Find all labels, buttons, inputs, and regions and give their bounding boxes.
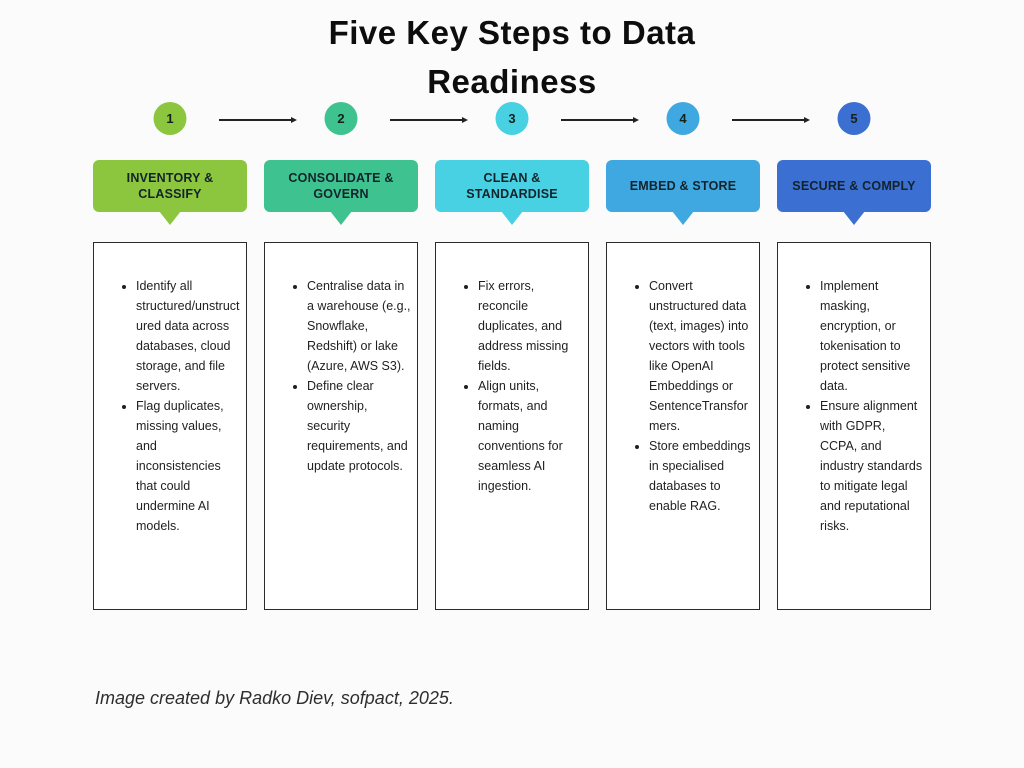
bubble-tail-shape <box>501 211 523 225</box>
bullet-item: Align units, formats, and naming convent… <box>478 376 582 496</box>
bullet-item: Implement masking, encryption, or tokeni… <box>820 276 924 396</box>
step-header-bubble: SECURE & COMPLY <box>777 160 931 225</box>
step-column: CLEAN & STANDARDISE Fix errors, reconcil… <box>435 160 589 610</box>
bubble-tail-shape <box>330 211 352 225</box>
bubble-tail-shape <box>159 211 181 225</box>
step-detail-card: Identify all structured/unstructured dat… <box>93 242 247 610</box>
bullet-item: Define clear ownership, security require… <box>307 376 411 476</box>
step-column: CONSOLIDATE & GOVERN Centralise data in … <box>264 160 418 610</box>
step-header-label: INVENTORY & CLASSIFY <box>126 171 214 201</box>
step-bullet-list: Centralise data in a warehouse (e.g., Sn… <box>271 276 411 476</box>
page-title: Five Key Steps to Data Readiness <box>0 8 1024 106</box>
page-title-line2: Readiness <box>427 63 597 100</box>
step-header-bubble: CLEAN & STANDARDISE <box>435 160 589 225</box>
image-credit: Image created by Radko Diev, sofpact, 20… <box>95 688 454 708</box>
bullet-item: Convert unstructured data (text, images)… <box>649 276 753 436</box>
step-column: INVENTORY & CLASSIFY Identify all struct… <box>93 160 247 610</box>
step-header-label: CONSOLIDATE & GOVERN <box>288 171 394 201</box>
flow-arrow-icon <box>219 116 297 123</box>
step-bullet-list: Fix errors, reconcile duplicates, and ad… <box>442 276 582 496</box>
step-number-circle: 3 <box>495 102 529 135</box>
page-title-line1: Five Key Steps to Data <box>328 14 696 51</box>
step-bullet-list: Identify all structured/unstructured dat… <box>100 276 240 536</box>
step-number-circle: 5 <box>837 102 871 135</box>
step-number-circle: 2 <box>324 102 358 135</box>
bubble-tail-shape <box>672 211 694 225</box>
bullet-item: Identify all structured/unstructured dat… <box>136 276 240 396</box>
step-header-label: SECURE & COMPLY <box>792 179 916 193</box>
step-header-label: EMBED & STORE <box>629 179 737 193</box>
step-bullet-list: Implement masking, encryption, or tokeni… <box>784 276 924 536</box>
step-header-bubble: CONSOLIDATE & GOVERN <box>264 160 418 225</box>
step-header-bubble: EMBED & STORE <box>606 160 760 225</box>
flow-arrow-icon <box>561 116 639 123</box>
step-number-circle: 1 <box>153 102 187 135</box>
flow-arrow-icon <box>732 116 810 123</box>
bullet-item: Flag duplicates, missing values, and inc… <box>136 396 240 536</box>
step-detail-card: Implement masking, encryption, or tokeni… <box>777 242 931 610</box>
step-detail-card: Convert unstructured data (text, images)… <box>606 242 760 610</box>
bullet-item: Centralise data in a warehouse (e.g., Sn… <box>307 276 411 376</box>
step-flow: 1 2 3 4 5 <box>93 102 931 136</box>
step-column: SECURE & COMPLY Implement masking, encry… <box>777 160 931 610</box>
step-column: EMBED & STORE Convert unstructured data … <box>606 160 760 610</box>
step-detail-card: Fix errors, reconcile duplicates, and ad… <box>435 242 589 610</box>
bubble-tail-shape <box>843 211 865 225</box>
step-bullet-list: Convert unstructured data (text, images)… <box>613 276 753 516</box>
bullet-item: Store embeddings in specialised database… <box>649 436 753 516</box>
step-detail-card: Centralise data in a warehouse (e.g., Sn… <box>264 242 418 610</box>
bullet-item: Ensure alignment with GDPR, CCPA, and in… <box>820 396 924 536</box>
step-columns: INVENTORY & CLASSIFY Identify all struct… <box>93 160 931 610</box>
step-number-circle: 4 <box>666 102 700 135</box>
step-header-bubble: INVENTORY & CLASSIFY <box>93 160 247 225</box>
flow-arrow-icon <box>390 116 468 123</box>
bullet-item: Fix errors, reconcile duplicates, and ad… <box>478 276 582 376</box>
step-header-label: CLEAN & STANDARDISE <box>466 171 558 201</box>
